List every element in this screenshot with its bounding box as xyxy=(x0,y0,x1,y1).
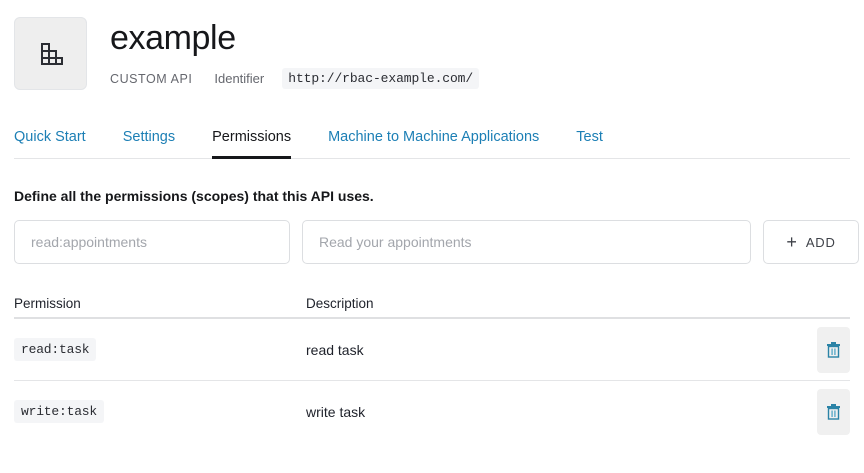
page-title: example xyxy=(110,19,236,57)
tab-bar: Quick Start Settings Permissions Machine… xyxy=(14,120,850,159)
description-cell: write task xyxy=(306,403,366,420)
permissions-description: Define all the permissions (scopes) that… xyxy=(14,188,374,204)
add-button-label: ADD xyxy=(805,234,836,250)
api-logo xyxy=(14,17,87,90)
api-type-label: CUSTOM API xyxy=(110,71,193,86)
permission-description-input[interactable] xyxy=(302,220,751,264)
column-header-permission: Permission xyxy=(14,295,81,311)
row-actions-cell xyxy=(794,326,850,373)
column-header-description: Description xyxy=(306,295,374,311)
table-row: write:task write task xyxy=(14,381,850,442)
table-header-row: Permission Description xyxy=(14,289,850,319)
description-cell: read task xyxy=(306,341,364,358)
delete-permission-button[interactable] xyxy=(817,326,850,373)
api-meta-row: CUSTOM API Identifier http://rbac-exampl… xyxy=(110,68,480,89)
permission-cell: write:task xyxy=(14,400,306,423)
identifier-label: Identifier xyxy=(214,71,265,86)
permissions-table: Permission Description read:task read ta… xyxy=(14,289,850,442)
permission-cell: read:task xyxy=(14,338,306,361)
trash-icon xyxy=(826,403,841,420)
api-header-text: example CUSTOM API Identifier http://rba… xyxy=(110,17,480,89)
add-permission-button[interactable]: + ADD xyxy=(763,220,859,264)
trash-icon xyxy=(826,341,841,358)
table-row: read:task read task xyxy=(14,319,850,381)
permission-scope-input[interactable] xyxy=(14,220,290,264)
blocks-staircase-icon xyxy=(38,41,64,67)
tab-test[interactable]: Test xyxy=(576,129,603,145)
tab-permissions[interactable]: Permissions xyxy=(212,129,292,159)
permission-scope-badge: write:task xyxy=(14,400,105,423)
row-actions-cell xyxy=(794,388,850,435)
delete-permission-button[interactable] xyxy=(817,388,850,435)
tab-quick-start[interactable]: Quick Start xyxy=(14,129,86,145)
tab-settings[interactable]: Settings xyxy=(122,129,176,145)
add-permission-form: + ADD xyxy=(14,220,859,264)
tab-machine-to-machine-applications[interactable]: Machine to Machine Applications xyxy=(328,129,540,145)
permission-scope-badge: read:task xyxy=(14,338,97,361)
identifier-value: http://rbac-example.com/ xyxy=(282,68,480,89)
api-header: example CUSTOM API Identifier http://rba… xyxy=(14,0,850,90)
plus-icon: + xyxy=(786,232,797,252)
